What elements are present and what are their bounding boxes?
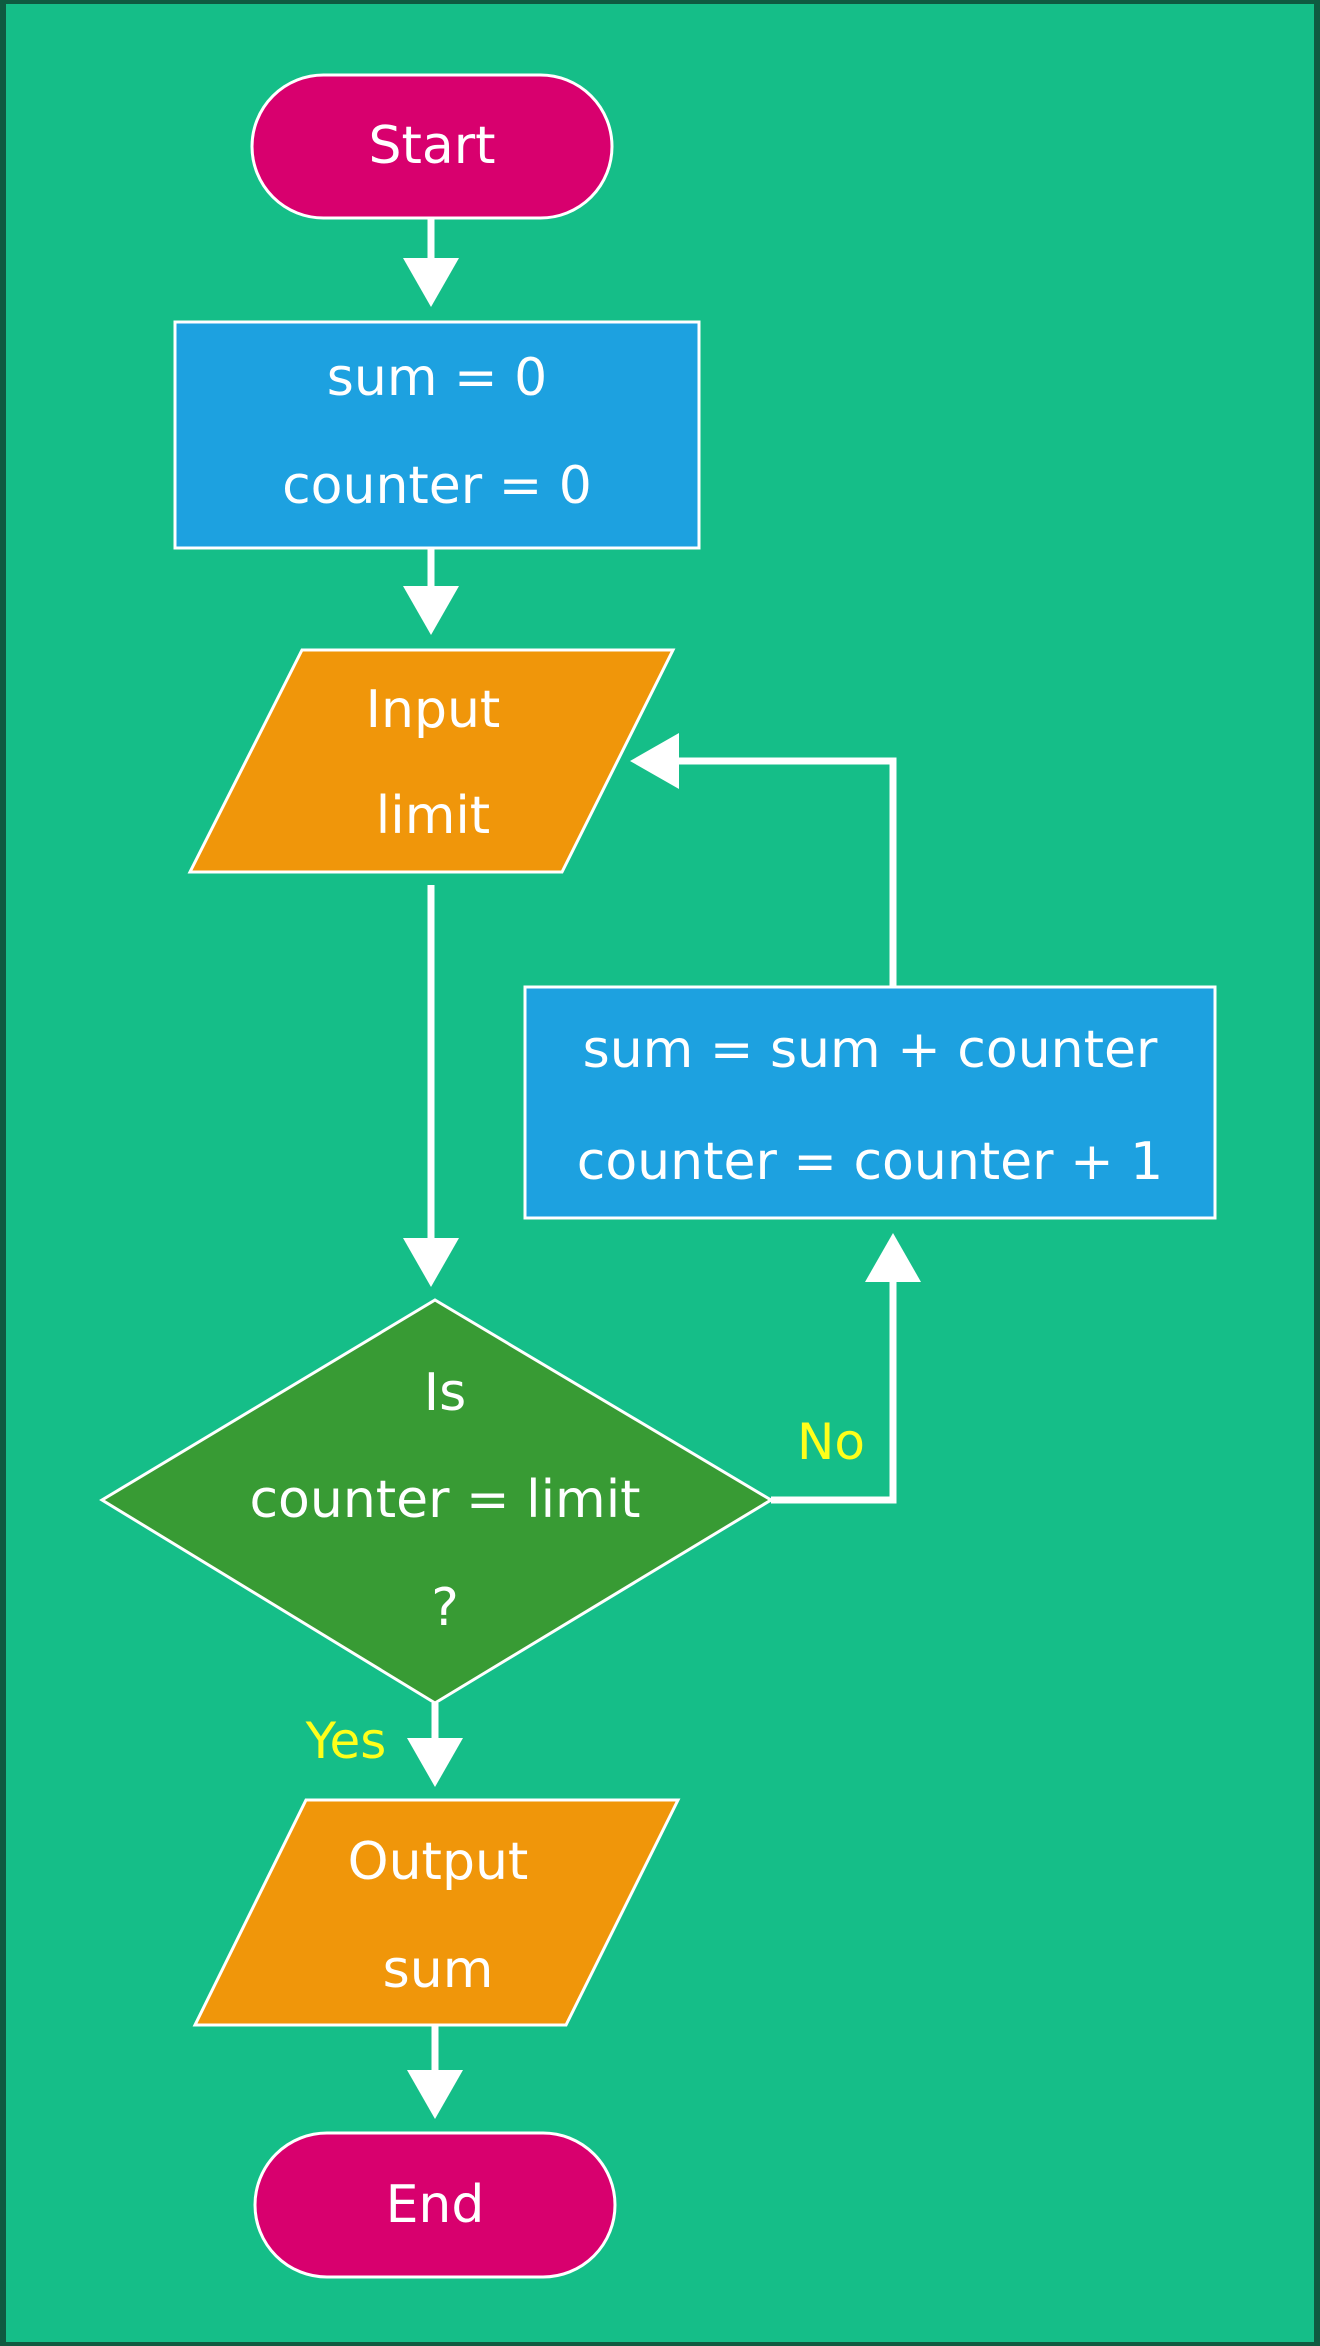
input-line2: limit [375,786,491,846]
input-io-shape [187,648,676,874]
decision-line2: counter = limit [249,1470,641,1530]
update-line2: counter = counter + 1 [576,1132,1164,1192]
init-process-box [173,320,701,550]
end-terminal [253,2131,617,2279]
input-line1: Input [365,680,501,740]
output-io-shape [192,1798,681,2027]
update-process-box [523,985,1217,1220]
decision-line1: Is [423,1363,467,1423]
init-line2: counter = 0 [282,456,592,516]
start-label: Start [368,116,496,176]
arrow-no-to-update [771,1233,921,1504]
flowchart-canvas: Start sum = 0 counter = 0 Input limit su… [6,4,1314,2342]
arrow-update-to-input [630,733,897,987]
init-line1: sum = 0 [326,348,548,408]
no-branch-label: No [797,1413,865,1471]
yes-branch-label: Yes [305,1712,387,1770]
decision-line3: ? [431,1578,459,1638]
output-line2: sum [382,1940,494,2000]
output-line1: Output [347,1832,529,1892]
end-label: End [385,2175,485,2235]
update-line1: sum = sum + counter [582,1020,1158,1080]
